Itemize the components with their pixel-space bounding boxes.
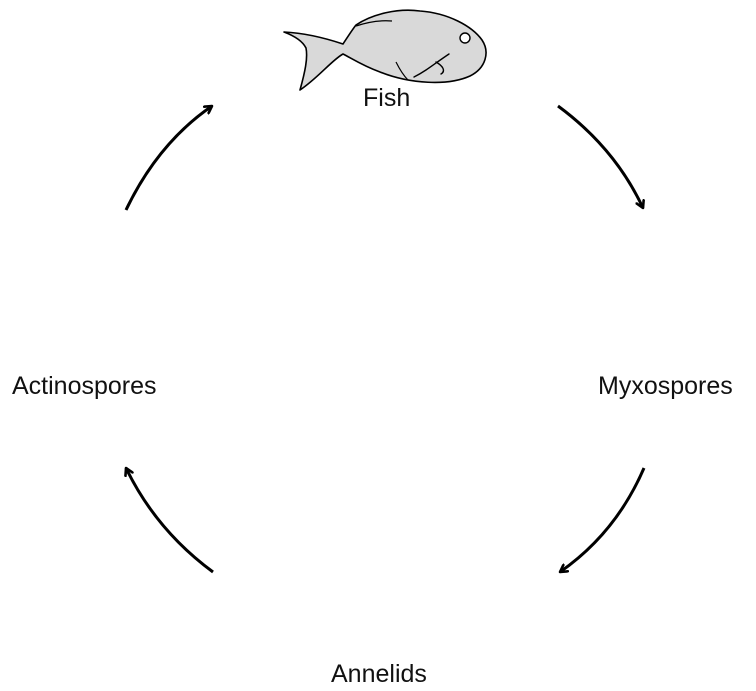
annelids-label: Annelids [331, 660, 427, 689]
arrow-myxospores-to-annelids [560, 468, 644, 572]
arrow-fish-to-myxospores [558, 106, 643, 208]
fish-label: Fish [363, 84, 410, 113]
actinospores-label: Actinospores [12, 372, 157, 401]
arrow-actinospores-to-fish [126, 106, 212, 210]
myxospores-label: Myxospores [598, 372, 733, 401]
fish-icon [284, 10, 486, 90]
arrow-annelids-to-actinospores [126, 468, 213, 572]
